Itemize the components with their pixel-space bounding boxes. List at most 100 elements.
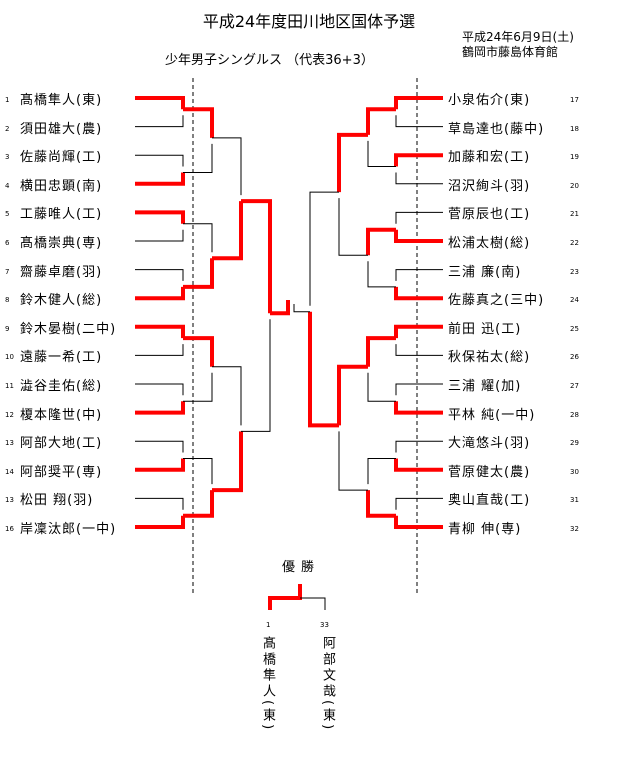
left-r1-1-b — [135, 115, 184, 128]
left-player-2: 須田雄大(農) — [20, 121, 103, 137]
right-r2-1-b — [367, 140, 396, 167]
left-r3-2-a — [212, 366, 242, 426]
left-r2-3-a — [183, 336, 214, 367]
right-seed-8: 24 — [570, 296, 579, 305]
right-r2-3-a — [366, 336, 396, 367]
left-seed-3: 3 — [5, 153, 10, 162]
left-r4-b — [241, 319, 271, 432]
left-r1-2-a — [135, 154, 184, 167]
right-player-13: 大滝悠斗(羽) — [448, 436, 531, 452]
right-player-2: 草島達也(藤中) — [448, 121, 545, 137]
left-r2-2-b — [183, 258, 214, 289]
right-player-5: 菅原辰也(工) — [448, 207, 531, 223]
right-player-10: 秋保祐太(総) — [448, 350, 531, 366]
right-seed-5: 21 — [570, 210, 579, 219]
right-player-14: 菅原健太(農) — [448, 464, 531, 480]
right-r2-2-b — [367, 261, 396, 288]
final-right-line — [300, 597, 326, 610]
event-date: 平成24年6月9日(土) — [462, 30, 574, 44]
right-r3-1-a — [337, 132, 368, 193]
left-player-9: 鈴木晏樹(二中) — [20, 321, 117, 337]
left-seed-14: 14 — [5, 467, 14, 476]
right-r2-1-a — [366, 107, 396, 135]
left-seed-15: 13 — [5, 496, 14, 505]
final-left-player: 髙橋隼人(東) — [260, 636, 275, 733]
left-player-16: 岸凜汰郎(一中) — [20, 522, 117, 537]
left-player-3: 佐藤尚輝(工) — [20, 150, 103, 166]
left-r2-4-b — [183, 490, 214, 518]
right-player-1: 小泉佑介(東) — [448, 93, 531, 108]
left-r1-4-a — [135, 269, 184, 281]
right-r3-2-b — [338, 431, 368, 491]
right-r2-3-b — [367, 372, 396, 402]
right-r1-5-b — [395, 344, 443, 356]
left-player-14: 阿部奨平(専) — [20, 464, 103, 480]
left-r1-2-b — [135, 172, 185, 186]
right-r1-2-a — [394, 153, 443, 167]
right-seed-15: 31 — [570, 496, 579, 505]
right-r1-8-b — [394, 515, 443, 529]
right-r4-a — [309, 191, 339, 306]
left-seed-7: 7 — [5, 267, 10, 276]
left-r1-7-a — [135, 440, 184, 453]
right-player-6: 松浦太樹(総) — [448, 236, 531, 251]
left-r1-5-b — [135, 344, 184, 356]
left-player-5: 工藤唯人(工) — [20, 207, 103, 223]
left-player-4: 横田忠顕(南) — [20, 178, 103, 194]
left-player-15: 松田 翔(羽) — [20, 493, 94, 509]
left-r1-7-b — [135, 458, 185, 472]
page-title: 平成24年度田川地区国体予選 — [202, 12, 416, 31]
left-r1-5-a — [135, 324, 185, 339]
right-seed-9: 25 — [570, 324, 579, 333]
left-r1-4-b — [135, 286, 185, 301]
left-seed-12: 12 — [5, 410, 14, 419]
right-player-9: 前田 迅(工) — [448, 321, 522, 337]
right-player-4: 沼沢絢斗(羽) — [448, 178, 531, 194]
left-r1-8-b — [135, 515, 185, 529]
venue-info: 平成24年6月9日(土) 鶴岡市藤島体育館 — [462, 30, 574, 60]
left-player-11: 澁谷圭佑(総) — [20, 379, 103, 394]
left-r1-1-a — [135, 96, 185, 110]
left-player-10: 遠藤一希(工) — [20, 350, 103, 366]
right-r1-2-b — [395, 172, 443, 185]
final-left-seed: 1 — [266, 621, 271, 629]
right-seed-4: 20 — [570, 181, 579, 190]
left-r2-4-a — [183, 458, 213, 485]
final-right-seed: 33 — [320, 621, 329, 629]
right-r1-3-a — [395, 211, 443, 224]
right-r1-4-a — [395, 269, 443, 281]
left-player-8: 鈴木健人(総) — [20, 293, 103, 309]
right-seed-3: 19 — [570, 153, 579, 162]
left-r1-6-b — [135, 401, 185, 415]
left-player-1: 髙橋隼人(東) — [20, 93, 103, 108]
right-player-8: 佐藤真之(三中) — [448, 293, 545, 309]
right-player-15: 奥山直哉(工) — [448, 493, 531, 509]
left-seed-8: 8 — [5, 296, 10, 305]
left-r2-1-b — [183, 143, 213, 173]
right-player-11: 三浦 耀(加) — [448, 379, 522, 394]
left-player-7: 齋藤卓磨(羽) — [20, 264, 103, 280]
right-r1-7-b — [394, 458, 443, 472]
right-player-12: 平林 純(一中) — [448, 407, 536, 423]
right-r2-4-a — [367, 458, 396, 485]
champion-label: 優勝 — [282, 560, 321, 575]
left-seed-2: 2 — [5, 124, 10, 133]
right-r1-1-a — [394, 96, 443, 110]
right-r1-8-a — [395, 497, 443, 510]
semifinal-left-winner — [270, 300, 290, 316]
left-player-13: 阿部大地(工) — [20, 436, 103, 452]
right-r1-7-a — [395, 440, 443, 453]
right-r2-4-b — [366, 490, 396, 518]
right-r1-6-a — [395, 383, 443, 396]
right-seed-10: 26 — [570, 353, 579, 362]
right-r1-4-b — [394, 286, 443, 301]
right-r3-2-a — [337, 364, 368, 426]
right-seed-13: 29 — [570, 439, 579, 448]
left-seed-1: 1 — [5, 96, 10, 104]
left-r1-3-b — [135, 229, 184, 242]
right-r1-3-b — [394, 229, 443, 243]
left-player-12: 榎本隆世(中) — [20, 407, 103, 423]
left-r1-3-a — [135, 210, 185, 224]
left-r1-6-a — [135, 383, 184, 396]
